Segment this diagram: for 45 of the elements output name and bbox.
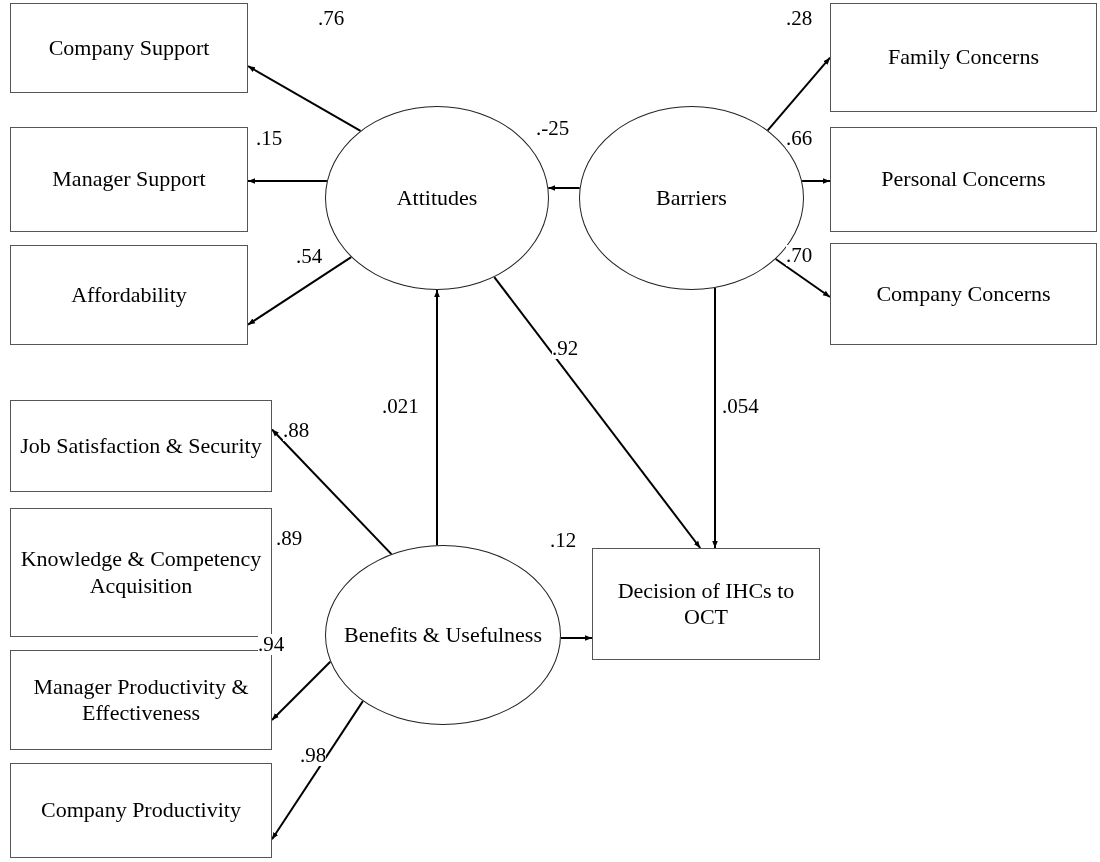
node-label: Affordability (70, 281, 188, 309)
arrow (547, 185, 581, 191)
arrow (271, 660, 332, 721)
observed-variable-box (10, 127, 248, 232)
path-coefficient: .88 (283, 420, 310, 441)
node-label: Company Productivity (40, 797, 242, 824)
observed-variable-box (10, 508, 272, 637)
observed-variable-box (830, 3, 1097, 112)
node-label: Company Concerns (875, 280, 1052, 308)
observed-variable-box (830, 127, 1097, 232)
observed-variable-box (830, 243, 1097, 345)
observed-variable-box (10, 3, 248, 93)
arrow (247, 65, 362, 132)
arrow (801, 178, 831, 184)
node-label: Company Support (47, 34, 211, 62)
arrow (271, 700, 364, 841)
node-label: Manager Support (51, 166, 207, 193)
arrow (712, 287, 718, 549)
observed-variable-box (10, 650, 272, 750)
path-coefficient: .94 (258, 634, 285, 655)
node-label: Family Concerns (887, 44, 1040, 71)
arrow (766, 56, 831, 132)
node-label: Personal Concerns (880, 166, 1047, 193)
path-coefficient: .92 (552, 338, 579, 359)
node-label: Attitudes (395, 184, 479, 212)
path-coefficient: .66 (786, 128, 813, 149)
node-label: Barriers (655, 184, 728, 212)
node-label: Knowledge & Competency Acquisition (19, 546, 263, 599)
arrow (247, 178, 328, 184)
node-label: Manager Productivity & Effectiveness (32, 673, 250, 727)
arrow (434, 289, 440, 547)
observed-variable-box (10, 400, 272, 492)
path-coefficient: .70 (786, 245, 813, 266)
node-label: Job Satisfaction & Security (19, 432, 263, 460)
observed-variable-box (10, 763, 272, 858)
observed-variable-box (592, 548, 820, 660)
arrow (247, 256, 353, 326)
path-coefficient: .98 (300, 745, 327, 766)
arrow (271, 428, 393, 556)
node-label: Benefits & Usefulness (343, 621, 543, 649)
node-label: Decision of IHCs to OCT (616, 577, 796, 631)
arrow (774, 258, 831, 298)
arrow (559, 635, 593, 641)
arrow (493, 276, 702, 549)
observed-variable-box (10, 245, 248, 345)
